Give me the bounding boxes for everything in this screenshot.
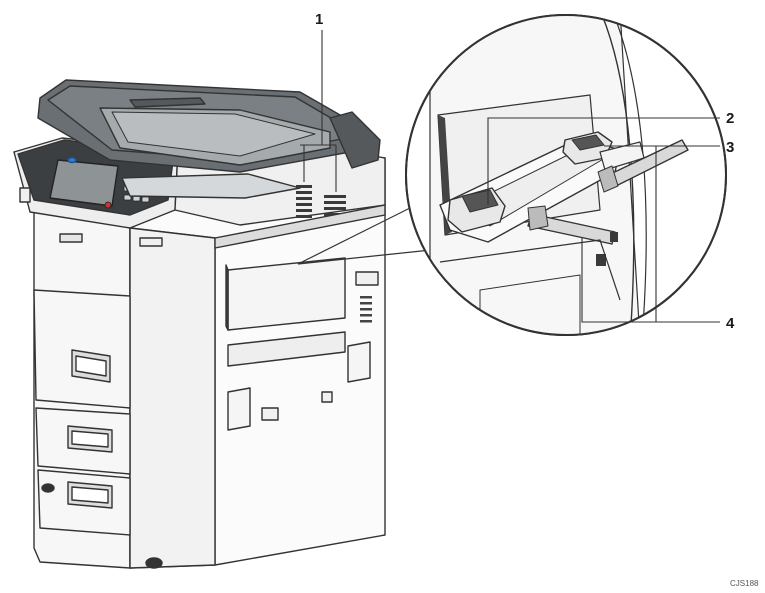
callout-4: 4 xyxy=(726,315,735,332)
magnifier xyxy=(297,14,727,336)
side-tab-1 xyxy=(261,407,279,421)
callout-3: 3 xyxy=(726,139,734,156)
magnifier-outline xyxy=(405,14,727,336)
front-sticker xyxy=(139,237,163,247)
side-handle-right xyxy=(347,341,371,383)
tray-handle-3 xyxy=(67,481,113,509)
zoom-arm-lower-end xyxy=(527,205,549,231)
front-handle-slot xyxy=(59,233,83,243)
zoom-slot-1 xyxy=(596,254,606,266)
caster-front xyxy=(145,557,163,569)
bypass-tray-slot xyxy=(225,264,229,331)
caster-left xyxy=(41,483,55,493)
adf-paper-guide xyxy=(129,97,206,108)
paper-tray-1 xyxy=(33,289,131,409)
zoom-paper-guide-right-top xyxy=(571,134,605,151)
zoom-lower-edge xyxy=(439,239,621,301)
callout-2: 2 xyxy=(726,110,734,127)
tray-handle-2 xyxy=(67,425,113,453)
zoom-slot-2 xyxy=(610,232,618,242)
copier-machine xyxy=(13,79,386,569)
front-right-panel xyxy=(129,227,216,569)
figure-code: CJS188 xyxy=(730,579,759,588)
leader-1 xyxy=(300,30,337,192)
callout-1: 1 xyxy=(315,11,323,28)
side-tab-2 xyxy=(321,391,333,403)
zoom-line-top xyxy=(297,197,431,265)
copy-output-tray xyxy=(121,173,301,199)
zoom-arm-upper-end xyxy=(597,165,619,193)
power-button-icon xyxy=(67,156,77,164)
side-label xyxy=(355,271,379,286)
side-top-band xyxy=(214,204,386,249)
bypass-tray-opening xyxy=(227,257,346,331)
front-small-label xyxy=(19,187,31,203)
tray-handle-1 xyxy=(71,349,111,383)
side-vents xyxy=(360,296,372,323)
original-tray-inner xyxy=(111,111,316,157)
stop-button-icon xyxy=(104,201,112,209)
side-handle-left xyxy=(227,387,251,431)
side-door-lower xyxy=(227,331,346,367)
zoom-paper-guide-left-top xyxy=(461,189,499,213)
callout-leaders xyxy=(300,30,720,323)
scanner-right-edge xyxy=(329,111,381,169)
touch-screen xyxy=(49,159,119,207)
leader-4 xyxy=(581,146,720,323)
leader-2 xyxy=(487,117,720,205)
